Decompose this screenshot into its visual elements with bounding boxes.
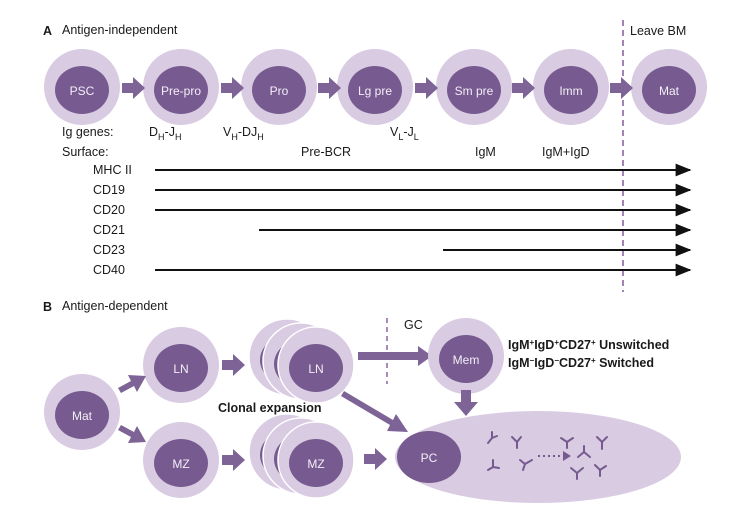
stage-arrow bbox=[122, 77, 145, 99]
panel-a-letter: A bbox=[43, 24, 52, 38]
igm-label: IgM bbox=[475, 145, 496, 159]
marker-label-cd23: CD23 bbox=[93, 243, 125, 257]
igm-igd-label: IgM+IgD bbox=[542, 145, 590, 159]
gc-label: GC bbox=[404, 318, 423, 332]
marker-label-cd20: CD20 bbox=[93, 203, 125, 217]
antibody-icon bbox=[594, 464, 607, 477]
stage-label-lg-pre: Lg pre bbox=[358, 84, 392, 98]
mem-to-pc-arrow bbox=[454, 390, 478, 416]
stage-label-psc: PSC bbox=[70, 84, 95, 98]
ln-to-clone-arrow bbox=[222, 354, 245, 376]
leave-bm-label: Leave BM bbox=[630, 24, 686, 38]
marker-label-cd40: CD40 bbox=[93, 263, 125, 277]
antibody-icon bbox=[511, 436, 522, 449]
marker-label-cd19: CD19 bbox=[93, 183, 125, 197]
secretion-arrowhead bbox=[563, 451, 571, 461]
stage-label-sm-pre: Sm pre bbox=[455, 84, 494, 98]
vh-djh-label: VH-DJH bbox=[223, 125, 264, 142]
b-cell-mat: Mat bbox=[44, 374, 120, 450]
stage-cell-mat: Mat bbox=[631, 49, 707, 125]
ln-clone-to-pc-arrow bbox=[341, 391, 408, 432]
mz-clone-stack: MZ bbox=[248, 413, 355, 499]
mz-to-clone-arrow bbox=[222, 449, 245, 471]
b-label-mem: Mem bbox=[453, 353, 480, 367]
antibody-icon bbox=[519, 459, 533, 471]
panel-b-letter: B bbox=[43, 300, 52, 314]
marker-label-mhc-ii: MHC II bbox=[93, 163, 132, 177]
stage-arrow bbox=[415, 77, 438, 99]
stage-label-mat: Mat bbox=[659, 84, 680, 98]
mz-clone-label: MZ bbox=[307, 457, 324, 471]
stage-cell-pro: Pro bbox=[241, 49, 317, 125]
b-label-ln: LN bbox=[173, 362, 188, 376]
ln-clone-stack: LN bbox=[248, 318, 355, 404]
antibody-icon bbox=[487, 431, 498, 444]
stage-arrow bbox=[318, 77, 341, 99]
stage-cell-psc: PSC bbox=[44, 49, 120, 125]
clone-to-mem-arrow bbox=[358, 346, 432, 366]
b-cell-mz: MZ bbox=[143, 422, 219, 498]
b-label-pc: PC bbox=[421, 451, 438, 465]
stage-arrow bbox=[512, 77, 535, 99]
antibody-icon bbox=[596, 436, 608, 450]
dh-jh-label: DH-JH bbox=[149, 125, 181, 142]
switched-label: IgM−IgD−CD27+ Switched bbox=[508, 356, 654, 370]
stage-cell-imm: Imm bbox=[533, 49, 609, 125]
ln-clone-label: LN bbox=[308, 362, 323, 376]
antibody-group bbox=[487, 431, 608, 480]
stage-label-pre-pro: Pre-pro bbox=[161, 84, 201, 98]
b-cell-ln: LN bbox=[143, 327, 219, 403]
panel-b-title: Antigen-dependent bbox=[62, 299, 168, 313]
stage-arrow bbox=[221, 77, 244, 99]
stage-label-imm: Imm bbox=[559, 84, 582, 98]
b-cell-mem: Mem bbox=[428, 318, 504, 394]
antibody-icon bbox=[487, 459, 500, 471]
b-label-mat: Mat bbox=[72, 409, 93, 423]
mz-clone-to-pc-arrow bbox=[364, 448, 387, 470]
marker-label-cd21: CD21 bbox=[93, 223, 125, 237]
antibody-icon bbox=[560, 437, 574, 449]
stage-cell-sm-pre: Sm pre bbox=[436, 49, 512, 125]
surface-label: Surface: bbox=[62, 145, 109, 159]
panel-a-title: Antigen-independent bbox=[62, 23, 178, 37]
stage-label-pro: Pro bbox=[270, 84, 289, 98]
stage-cell-lg-pre: Lg pre bbox=[337, 49, 413, 125]
stage-arrow bbox=[610, 77, 633, 99]
antibody-icon bbox=[577, 445, 591, 458]
mat-to-mz-arrow bbox=[118, 425, 146, 443]
unswitched-label: IgM+IgD+CD27+ Unswitched bbox=[508, 338, 669, 352]
clonal-expansion-label: Clonal expansion bbox=[218, 401, 322, 415]
antibody-icon bbox=[570, 467, 584, 480]
b-label-mz: MZ bbox=[172, 457, 189, 471]
mat-to-ln-arrow bbox=[118, 375, 146, 393]
ig-genes-label: Ig genes: bbox=[62, 125, 113, 139]
vl-jl-label: VL-JL bbox=[390, 125, 419, 142]
stage-cell-pre-pro: Pre-pro bbox=[143, 49, 219, 125]
pre-bcr-label: Pre-BCR bbox=[301, 145, 351, 159]
